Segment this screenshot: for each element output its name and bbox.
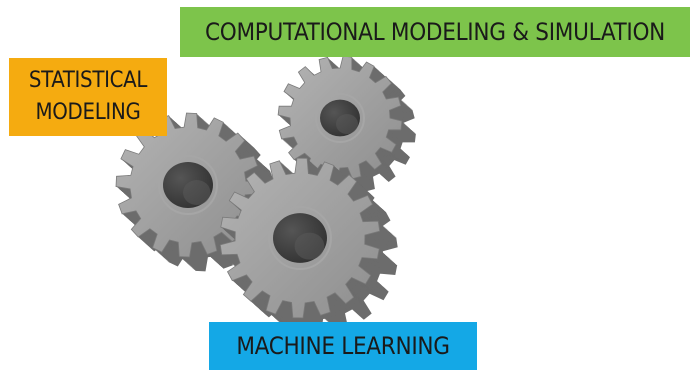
statistical-modeling-line2: MODELING	[35, 100, 141, 125]
statistical-modeling-line1: STATISTICAL	[28, 68, 148, 93]
computational-modeling-text: COMPUTATIONAL MODELING & SIMULATION	[205, 18, 665, 46]
computational-modeling-label: COMPUTATIONAL MODELING & SIMULATION	[180, 7, 690, 57]
machine-learning-text: MACHINE LEARNING	[236, 332, 450, 360]
gear-top-right-icon	[277, 55, 416, 193]
gear-center-icon	[219, 157, 398, 335]
statistical-modeling-label: STATISTICAL MODELING	[9, 58, 167, 136]
machine-learning-label: MACHINE LEARNING	[209, 322, 477, 370]
